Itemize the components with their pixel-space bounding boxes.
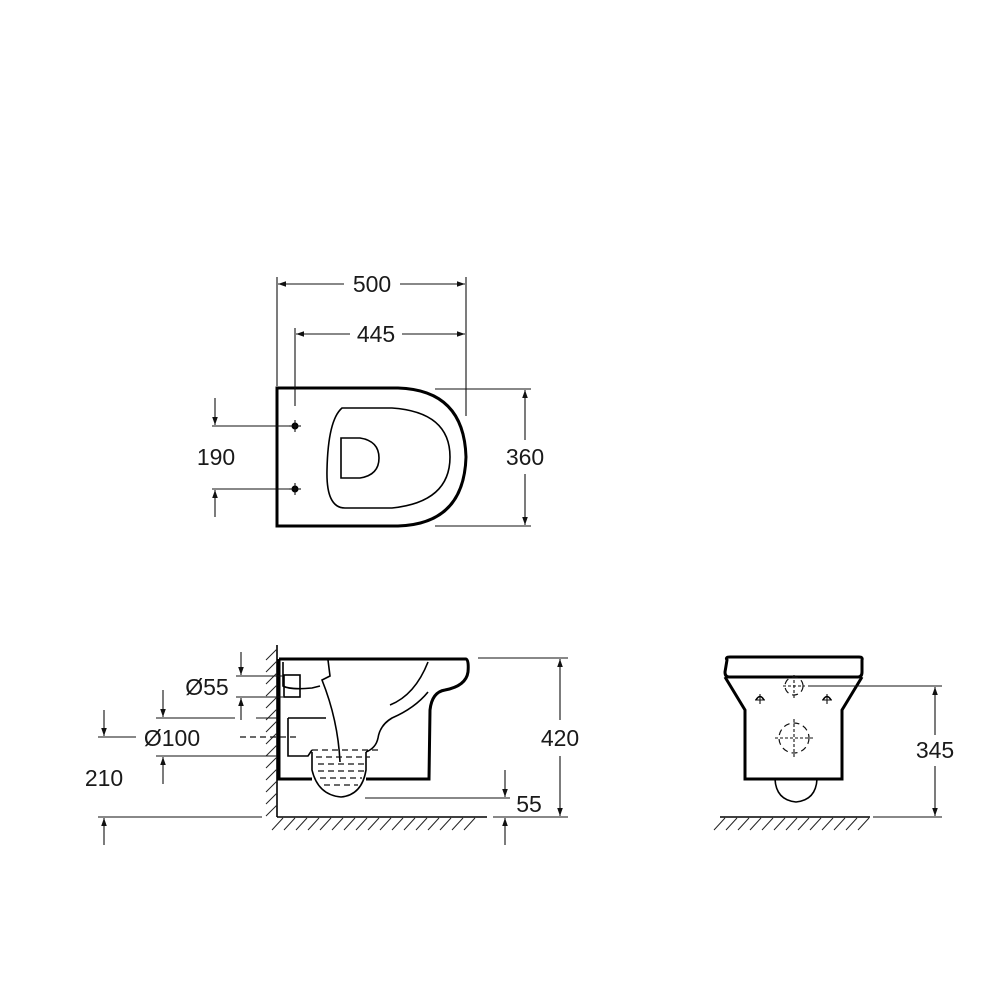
- dim-190: 190: [197, 444, 235, 470]
- dim-inlet-diameter: Ø55: [185, 674, 228, 700]
- body-rear: [723, 676, 864, 781]
- bowl-outline-top: [275, 386, 468, 528]
- seat-inner-top: [326, 407, 451, 509]
- floor-hatch: [271, 817, 476, 831]
- outlet-position-icon: [775, 719, 813, 757]
- water-opening-top: [340, 437, 380, 479]
- fixing-hole-icon: [289, 420, 301, 432]
- dim-outlet-diameter: Ø100: [144, 725, 200, 751]
- dim-445: 445: [357, 321, 395, 347]
- fixing-hole-icon: [755, 694, 765, 704]
- dim-rim-height: 420: [541, 725, 579, 751]
- top-view: 500 445 190 360: [197, 271, 544, 528]
- floor-hatch: [713, 817, 870, 831]
- bowl-outline-side: [279, 657, 470, 781]
- water-surface: [312, 749, 380, 786]
- dim-bottom-clearance: 55: [516, 791, 542, 817]
- rim-rear: [723, 655, 864, 679]
- dim-outlet-height: 210: [85, 765, 123, 791]
- rear-view: 345: [713, 655, 954, 831]
- fixing-hole-icon: [822, 694, 832, 704]
- dim-inlet-height: 345: [916, 737, 954, 763]
- dim-360: 360: [506, 444, 544, 470]
- side-view: Ø55 Ø100 210 420 55: [85, 645, 579, 845]
- inlet-position-icon: [783, 675, 805, 698]
- wall-hatch: [265, 648, 278, 817]
- fixing-hole-icon: [289, 483, 301, 495]
- dim-500: 500: [353, 271, 391, 297]
